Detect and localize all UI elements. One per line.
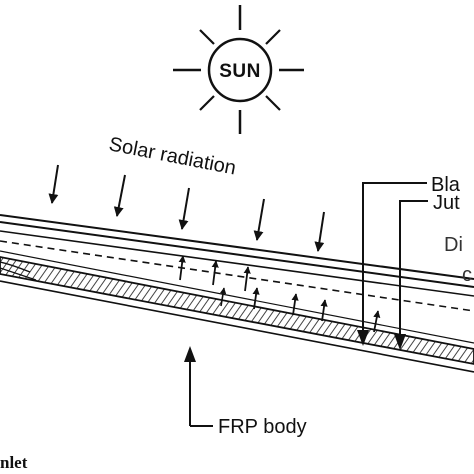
radiation-arrow (314, 211, 325, 252)
jute-leader (399, 200, 428, 344)
jute-label: Jut (433, 192, 460, 214)
vapor-arrow (178, 255, 186, 281)
vapor-arrow (211, 260, 219, 286)
sun-icon (173, 5, 304, 134)
distillate-label-line1: Di (444, 234, 463, 256)
vapor-arrow (320, 299, 328, 322)
vapor-arrow (219, 287, 227, 307)
frp-body-label: FRP body (218, 416, 307, 438)
sun-label: SUN (219, 61, 261, 82)
vapor-arrow (252, 287, 260, 310)
black-absorber-label: Bla (431, 174, 461, 196)
inlet-edge (0, 261, 31, 273)
radiation-arrow (178, 187, 190, 230)
vapor-arrow (373, 310, 381, 333)
black-absorber-leader (362, 182, 427, 340)
distillate-label-line2: c (462, 264, 472, 286)
evaporation-arrows (178, 255, 381, 333)
still-glass-cover (0, 214, 474, 297)
radiation-arrow (48, 164, 59, 204)
wick-top-line (0, 250, 474, 344)
solar-radiation-label: Solar radiation (107, 133, 238, 179)
frp-body-bottom (0, 280, 474, 373)
radiation-arrow (253, 198, 265, 241)
condensate-film-line (0, 240, 474, 312)
vapor-arrow (243, 266, 251, 292)
frp-body-band (0, 256, 474, 365)
incoming-radiation-arrows (48, 164, 325, 252)
inlet-label: nlet (0, 453, 28, 472)
radiation-arrow (113, 174, 126, 217)
vapor-arrow (291, 293, 299, 316)
